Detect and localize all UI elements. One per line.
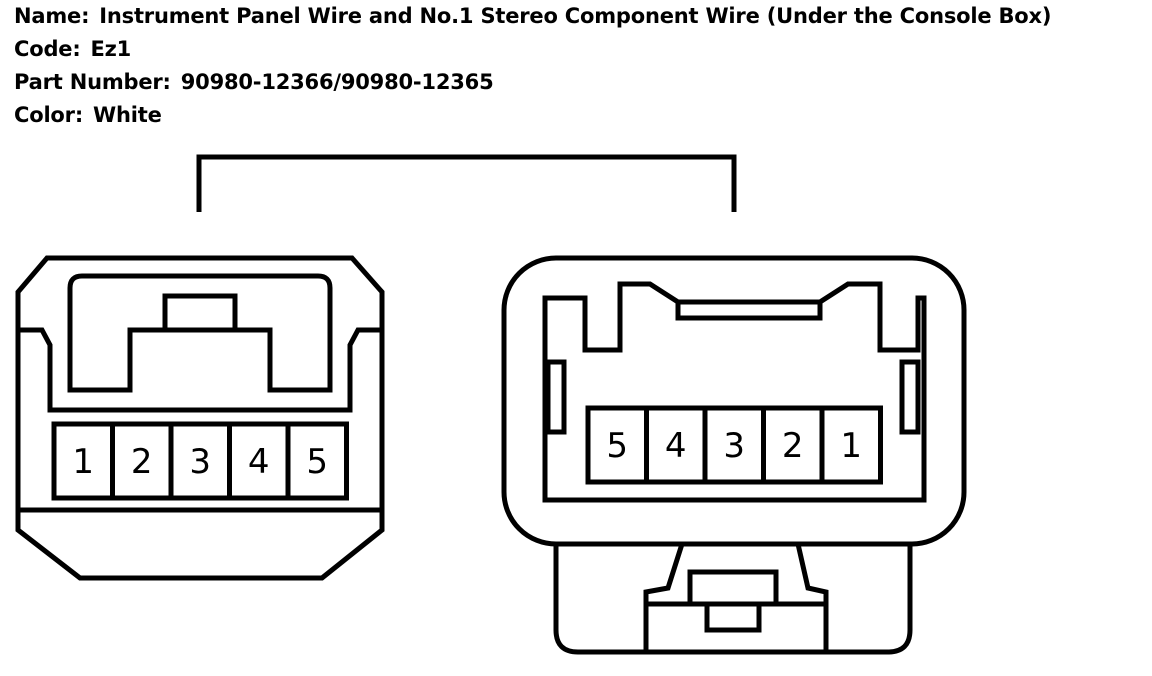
part-number-value: 90980-12366/90980-12365 [180, 70, 494, 94]
right-pin-number-2: 2 [782, 426, 804, 466]
left-pin-number-2: 2 [131, 442, 153, 482]
left-pin-cell-5 [285, 421, 349, 501]
right-connector-housing [501, 255, 967, 547]
code-label: Code: [14, 37, 81, 61]
code-row: Code: Ez1 [14, 37, 131, 61]
name-label: Name: [14, 4, 90, 28]
color-label: Color: [14, 103, 84, 127]
right-connector-key-left [545, 359, 567, 435]
left-connector-inner-frame [47, 395, 353, 413]
left-pin-number-5: 5 [306, 442, 328, 482]
left-pin-number-3: 3 [189, 442, 211, 482]
right-pin-number-3: 3 [723, 426, 745, 466]
right-connector-lock-lever [553, 544, 913, 655]
part-number-label: Part Number: [14, 70, 171, 94]
right-connector-lever-tab-outer [687, 569, 779, 607]
name-row: Name: Instrument Panel Wire and No.1 Ster… [14, 4, 1051, 28]
right-connector-latch-slot [675, 299, 823, 321]
color-value: White [93, 103, 162, 127]
right-pin-number-5: 5 [606, 426, 628, 466]
left-connector-housing [15, 255, 385, 581]
pairing-bracket [196, 154, 737, 212]
color-row: Color: White [14, 103, 162, 127]
left-pin-number-1: 1 [72, 442, 94, 482]
right-connector-key-right [899, 359, 921, 435]
part-number-row: Part Number: 90980-12366/90980-12365 [14, 70, 494, 94]
left-connector-side-notch-left [15, 292, 53, 395]
right-pin-number-1: 1 [840, 426, 862, 466]
right-connector-lever-slot [643, 543, 829, 652]
name-value: Instrument Panel Wire and No.1 Stereo Co… [99, 4, 1052, 28]
right-connector-lever-tab-inner [704, 601, 762, 633]
left-pin-number-4: 4 [248, 442, 270, 482]
right-pin-cell-1 [819, 405, 883, 485]
right-pin-number-4: 4 [665, 426, 687, 466]
left-connector-side-notch-right [347, 292, 385, 395]
left-connector-latch [162, 293, 238, 333]
left-connector-lock-shroud [67, 273, 333, 393]
code-value: Ez1 [90, 37, 132, 61]
